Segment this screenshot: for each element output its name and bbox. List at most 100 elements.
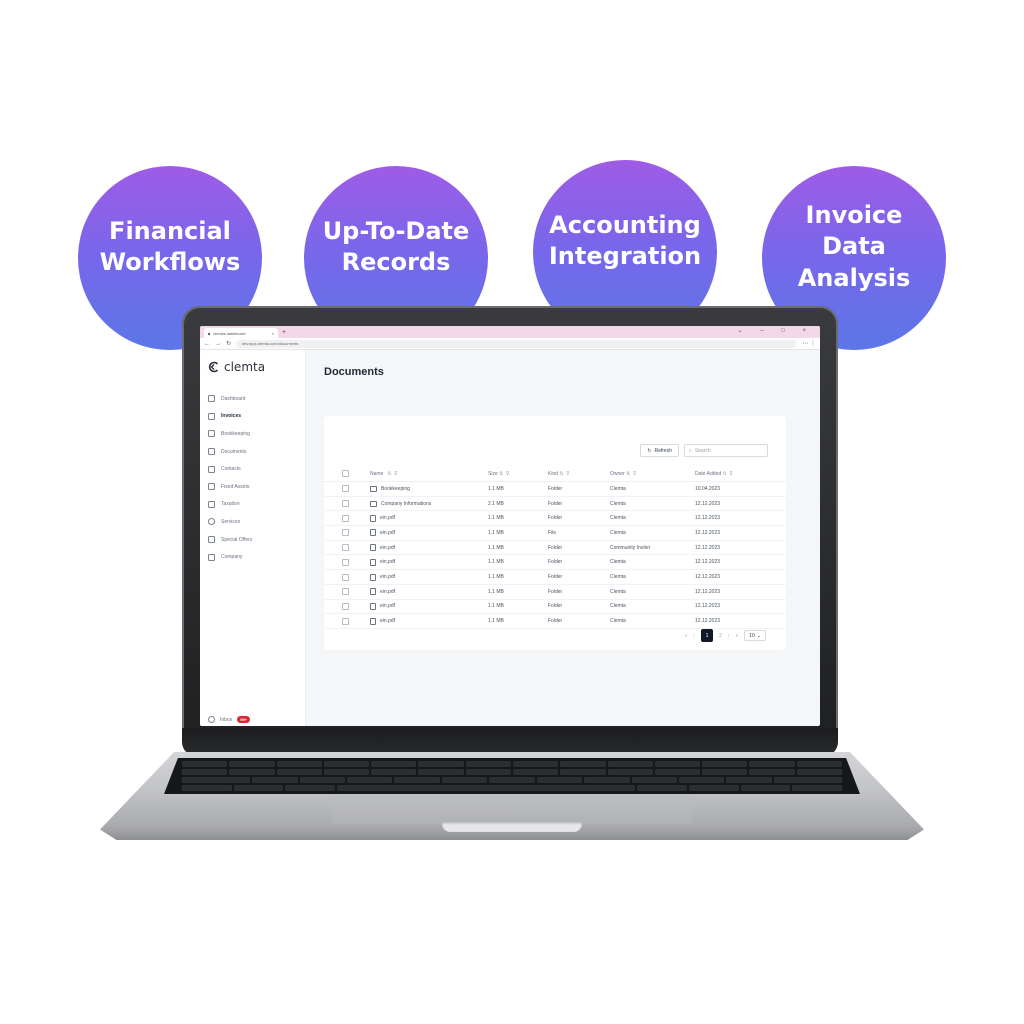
sort-filter-icon[interactable]: ⇅ ⊽ — [499, 470, 510, 477]
file-icon — [370, 529, 376, 537]
file-icon — [370, 558, 376, 566]
next-page-icon[interactable]: › — [727, 632, 730, 639]
sidebar-item-dashboard[interactable]: Dashboard — [200, 390, 305, 408]
sidebar-item-invoices[interactable]: Invoices — [200, 408, 305, 426]
cell-kind: Folder — [548, 618, 563, 625]
extensions-icon[interactable]: ⋯ ⋮ — [802, 341, 816, 347]
sidebar-item-fixed-assets[interactable]: Fixed Assets — [200, 478, 305, 496]
ledger-icon — [208, 430, 215, 438]
back-icon[interactable]: ← — [204, 340, 210, 347]
cell-size: 1.1 MB — [488, 515, 504, 522]
select-all-checkbox[interactable] — [342, 470, 349, 477]
reload-icon[interactable]: ↻ — [226, 341, 232, 347]
first-page-icon[interactable]: « — [684, 632, 688, 639]
sort-filter-icon[interactable]: ⇅ ⊽ — [559, 470, 571, 477]
sort-filter-icon[interactable]: ⇅ ⊽ — [626, 470, 637, 477]
cell-name[interactable]: ein.pdf — [380, 559, 396, 566]
sidebar-nav: Dashboard Invoices Bookkeeping Documents… — [200, 390, 305, 566]
refresh-button[interactable]: ↻ Refresh — [640, 444, 679, 457]
per-page-select[interactable]: 10 ⌄ — [744, 630, 766, 641]
column-header-kind[interactable]: Kind ⇅ ⊽ — [548, 470, 571, 477]
cell-name[interactable]: ein.pdf — [380, 588, 396, 595]
url-input[interactable]: dev.app.clemta.com/documents — [236, 339, 798, 348]
column-header-date-added[interactable]: Date Added ⇅ ⊽ — [695, 470, 734, 477]
sidebar-item-company[interactable]: Company — [200, 548, 305, 566]
sidebar-item-bookkeeping[interactable]: Bookkeeping — [200, 425, 305, 443]
url-text: dev.app.clemta.com/documents — [242, 341, 299, 346]
sidebar-item-label: Fixed Assets — [221, 483, 250, 490]
file-icon — [370, 573, 376, 581]
logo[interactable]: clemta — [200, 350, 305, 376]
sidebar-item-contacts[interactable]: Contacts — [200, 460, 305, 478]
inbox-label: Inbox — [220, 716, 233, 723]
sidebar-item-label: Services — [221, 518, 241, 525]
row-checkbox[interactable] — [342, 602, 349, 610]
sidebar-item-taxation[interactable]: Taxation — [200, 496, 305, 514]
search-input[interactable]: ⌕ Search — [684, 444, 768, 457]
cell-name[interactable]: ein.pdf — [380, 529, 396, 536]
row-checkbox[interactable] — [342, 500, 349, 508]
cell-date-added: 12.12.2023 — [695, 529, 721, 536]
cell-size: 1.1 MB — [488, 588, 504, 595]
documents-card: ↻ Refresh ⌕ Search Name⇅ ⊽ Size ⇅ ⊽ Kind… — [324, 416, 786, 650]
feature-label: Invoice Data Analysis — [797, 201, 911, 292]
inbox-link[interactable]: Inbox 99+ — [208, 716, 251, 723]
prev-page-icon[interactable]: ‹ — [693, 632, 695, 639]
column-header-size[interactable]: Size ⇅ ⊽ — [488, 470, 510, 477]
sidebar-item-label: Documents — [221, 448, 247, 455]
tab-close-icon[interactable]: × — [271, 331, 274, 336]
column-header-owner[interactable]: Owner ⇅ ⊽ — [610, 470, 637, 477]
new-tab-icon[interactable]: + — [282, 329, 287, 336]
row-checkbox[interactable] — [342, 588, 349, 596]
laptop-chin — [182, 728, 838, 756]
tab-title: clemta-dashboard — [213, 331, 246, 336]
sidebar-item-documents[interactable]: Documents — [200, 443, 305, 461]
cell-name[interactable]: Bookkeeping — [381, 485, 410, 492]
cell-kind: Folder — [548, 574, 563, 581]
row-checkbox[interactable] — [342, 514, 349, 522]
row-checkbox[interactable] — [342, 485, 349, 493]
row-checkbox[interactable] — [342, 558, 349, 566]
folder-icon — [370, 485, 377, 492]
row-checkbox[interactable] — [342, 573, 349, 581]
browser-tab-bar: ■ clemta-dashboard × + ⌄ – □ × — [200, 326, 820, 338]
page-current[interactable]: 1 — [701, 629, 713, 642]
sidebar-item-special-offers[interactable]: Special Offers — [200, 531, 305, 549]
row-checkbox[interactable] — [342, 617, 349, 625]
cell-name[interactable]: ein.pdf — [380, 574, 396, 581]
forward-icon[interactable]: → — [215, 340, 221, 347]
last-page-icon[interactable]: » — [735, 632, 739, 639]
row-checkbox[interactable] — [342, 529, 349, 537]
sort-filter-icon[interactable]: ⇅ ⊽ — [722, 470, 734, 477]
cell-name[interactable]: ein.pdf — [380, 515, 396, 522]
sort-filter-icon[interactable]: ⇅ ⊽ — [387, 470, 399, 477]
cell-kind: Folder — [548, 485, 563, 492]
cell-owner: Clemta — [610, 559, 626, 566]
cell-name[interactable]: Company Informations — [381, 500, 432, 507]
cell-name[interactable]: ein.pdf — [380, 544, 396, 551]
laptop-trackpad — [332, 796, 692, 824]
column-header-name[interactable]: Name⇅ ⊽ — [370, 470, 399, 477]
row-checkbox[interactable] — [342, 544, 349, 552]
page-next-number[interactable]: 2 — [719, 632, 722, 639]
sidebar-item-services[interactable]: Services — [200, 513, 305, 531]
cell-name[interactable]: ein.pdf — [380, 603, 396, 610]
refresh-label: Refresh — [654, 447, 672, 454]
table-header: Name⇅ ⊽ Size ⇅ ⊽ Kind ⇅ ⊽ Owner ⇅ ⊽ Date… — [324, 466, 786, 482]
search-placeholder: Search — [694, 447, 711, 454]
cell-size: 1.1 MB — [488, 544, 504, 551]
browser-tab[interactable]: ■ clemta-dashboard × — [204, 328, 278, 338]
cell-name[interactable]: ein.pdf — [380, 618, 396, 625]
window-controls[interactable]: ⌄ – □ × — [737, 328, 814, 334]
sidebar-item-label: Special Offers — [221, 536, 253, 543]
